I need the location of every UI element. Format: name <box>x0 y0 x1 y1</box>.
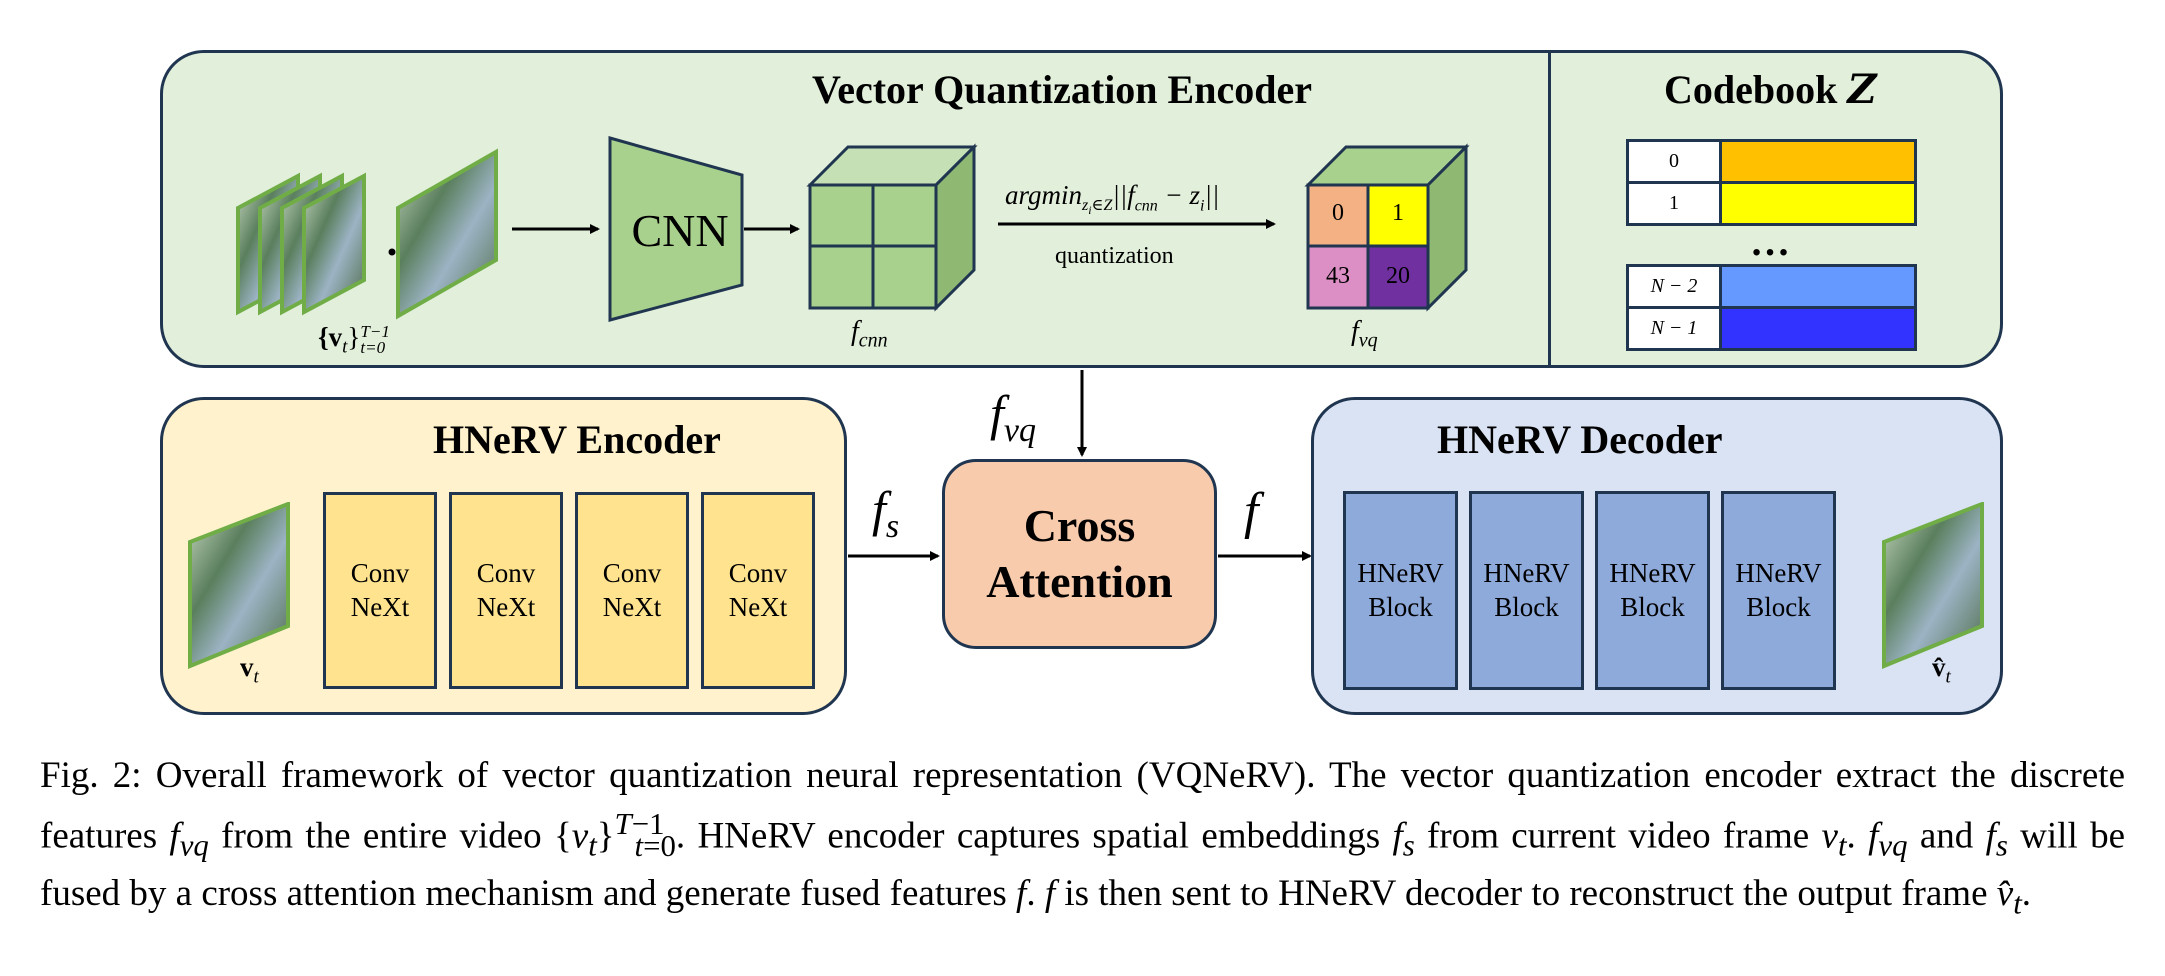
codebook-divider <box>1548 52 1551 366</box>
f-vq-main: f <box>1351 316 1359 347</box>
argmin-main: argmin <box>1005 180 1083 210</box>
hnerv-block-2: HNeRV Block <box>1469 491 1584 690</box>
convnext-block-3: Conv NeXt <box>575 492 689 689</box>
frames-label-close: } <box>347 322 361 352</box>
argmin-rest2-sub: i <box>1200 197 1205 215</box>
codebook-row-0-index: 0 <box>1629 142 1722 181</box>
codebook-row-n-2: N − 2 <box>1626 264 1917 309</box>
fs-input-label: fs <box>872 480 899 546</box>
decoder-output-label-main: v̂ <box>1932 652 1946 682</box>
codebook-row-n-1: N − 1 <box>1626 306 1917 351</box>
hnerv-block-1: HNeRV Block <box>1343 491 1458 690</box>
quant-cell-1 <box>1366 183 1430 248</box>
frames-label-sub: t <box>342 336 348 358</box>
decoder-output-label: v̂t <box>1932 652 1951 688</box>
codebook-row-1-index: 1 <box>1629 184 1722 223</box>
f-vq-sub: vq <box>1358 329 1378 352</box>
caption-p6: will be fused by a cross attention mecha… <box>40 815 2125 914</box>
codebook-row-0-vector <box>1722 142 1914 181</box>
codebook-ellipsis: … <box>1750 219 1790 264</box>
quantization-label: quantization <box>1055 243 1174 269</box>
codebook-row-n-2-index: N − 2 <box>1629 267 1722 306</box>
fvq-input-sub: vq <box>1003 412 1036 449</box>
caption-p4: from current video frame <box>1414 815 1822 857</box>
cnn-trapezoid <box>608 136 744 322</box>
hnerv-decoder-title: HNeRV Decoder <box>1437 417 1723 462</box>
decoder-output-frame <box>1882 502 1984 669</box>
decoder-output-label-sub: t <box>1945 666 1951 688</box>
argmin-formula: argminzi∈Z||fcnn − zi|| <box>1005 180 1219 219</box>
encoder-input-label-main: v <box>240 652 254 682</box>
quant-cell-20-label: 20 <box>1386 263 1410 289</box>
codebook-row-1-vector <box>1722 184 1914 223</box>
figure-caption: Fig. 2: Overall framework of vector quan… <box>40 752 2125 927</box>
cross-attention-line1: Cross <box>1023 500 1136 551</box>
quant-cell-0-label: 0 <box>1332 200 1344 226</box>
caption-p5: and <box>1907 815 1986 857</box>
encoder-input-label-sub: t <box>253 666 259 688</box>
codebook-title-text: Codebook <box>1664 67 1838 112</box>
cross-attention-block: Cross Attention <box>942 459 1217 649</box>
convnext-block-1: Conv NeXt <box>323 492 437 689</box>
quant-cell-20 <box>1366 244 1430 310</box>
video-frame-4 <box>302 172 366 316</box>
f-vq-cube <box>1304 143 1470 312</box>
video-frames-stack <box>236 148 498 320</box>
fs-input-main: f <box>872 481 886 537</box>
codebook-row-n-1-vector <box>1722 309 1914 348</box>
encoder-input-label: vt <box>240 652 259 688</box>
argmin-rest2: − z <box>1157 180 1201 210</box>
frames-label-lower: t=0 <box>360 337 386 357</box>
f-vq-label: fvq <box>1351 316 1378 353</box>
caption-paragraph: Fig. 2: Overall framework of vector quan… <box>40 755 2125 921</box>
cross-attention-line2: Attention <box>986 556 1173 607</box>
codebook-title-symbol: Z <box>1847 66 1877 113</box>
quant-cell-1-label: 1 <box>1392 200 1404 226</box>
fvq-input-label: fvq <box>990 384 1036 450</box>
argmin-sub: z <box>1082 197 1089 215</box>
codebook-row-n-2-vector <box>1722 267 1914 306</box>
argmin-rest-sub: cnn <box>1134 197 1158 215</box>
vq-encoder-graphics <box>292 136 1868 596</box>
hnerv-block-4: HNeRV Block <box>1721 491 1836 690</box>
frames-label-open: {v <box>318 322 343 352</box>
video-frame-last <box>396 148 498 320</box>
codebook-row-0: 0 <box>1626 139 1917 184</box>
caption-p2: from the entire video <box>208 815 554 857</box>
codebook-row-1: 1 <box>1626 181 1917 226</box>
f-cnn-main: f <box>851 316 859 347</box>
caption-p3: . HNeRV encoder captures spatial embeddi… <box>675 815 1393 857</box>
argmin-sub2: i <box>1088 203 1092 218</box>
fs-input-sub: s <box>885 508 900 545</box>
cnn-label: CNN <box>631 205 729 256</box>
vq-encoder-title: Vector Quantization Encoder <box>812 67 1312 112</box>
convnext-block-4: Conv NeXt <box>701 492 815 689</box>
fvq-input-main: f <box>990 385 1004 441</box>
caption-p7: is then sent to HNeRV decoder to reconst… <box>1055 872 1997 914</box>
f-cnn-cube <box>806 143 978 312</box>
frames-dot <box>388 248 396 256</box>
f-output-label: f <box>1244 483 1259 540</box>
argmin-sub3: ∈Z <box>1091 197 1113 215</box>
frames-label-sup: T−1 <box>360 321 390 341</box>
codebook-row-n-1-index: N − 1 <box>1629 309 1722 348</box>
argmin-rest3: || <box>1204 180 1220 210</box>
hnerv-block-3: HNeRV Block <box>1595 491 1710 690</box>
hnerv-encoder-title: HNeRV Encoder <box>433 417 721 462</box>
f-cnn-sub: cnn <box>858 329 888 352</box>
caption-p1: Fig. 2: Overall framework of vector quan… <box>40 755 2125 857</box>
caption-p8: . <box>2021 872 2032 914</box>
convnext-block-2: Conv NeXt <box>449 492 563 689</box>
codebook-title: Codebook Z <box>1664 66 1877 113</box>
quant-cell-43-label: 43 <box>1326 263 1350 289</box>
f-cnn-label: fcnn <box>851 316 888 353</box>
argmin-rest: ||f <box>1112 180 1135 210</box>
encoder-input-frame <box>188 502 290 669</box>
